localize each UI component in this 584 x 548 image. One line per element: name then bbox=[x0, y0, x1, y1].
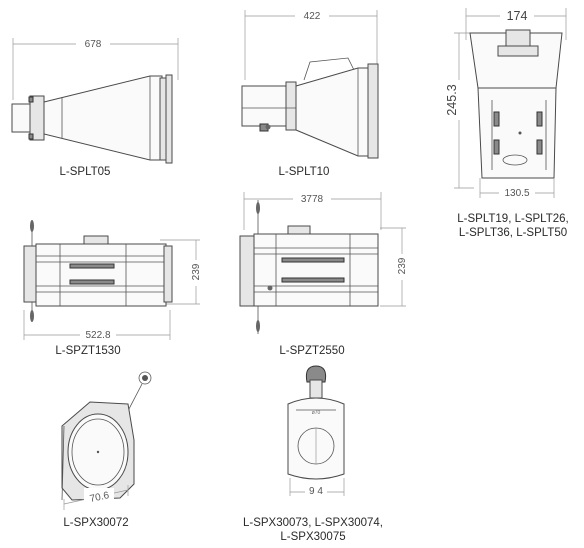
drawing-l-splt19: 174 245.3 130.5 bbox=[445, 6, 567, 199]
caption-l-spzt1530: L-SPZT1530 bbox=[55, 345, 120, 357]
caption-l-spx30072: L-SPX30072 bbox=[63, 517, 128, 529]
drawing-l-spx30073: ø70 9 4 bbox=[287, 365, 345, 497]
caption-l-spx30073-line1: L-SPX30073, L-SPX30074, bbox=[243, 517, 383, 529]
dim-width-l-spzt2550: 3778 bbox=[301, 194, 324, 205]
dim-height-l-spzt1530: 239 bbox=[191, 263, 202, 280]
drawing-l-splt10: 422 bbox=[241, 8, 379, 159]
drawing-l-spzt2550: 3778 239 bbox=[239, 191, 409, 334]
dim-base-l-splt19: 130.5 bbox=[504, 188, 529, 199]
dim-width-l-spx30072: 70.6 bbox=[89, 490, 111, 505]
drawing-l-spzt1530: 239 522.8 bbox=[23, 220, 203, 341]
caption-l-splt05: L-SPLT05 bbox=[60, 166, 111, 178]
dim-height-l-spzt2550: 239 bbox=[397, 257, 408, 274]
caption-l-splt10: L-SPLT10 bbox=[279, 166, 330, 178]
drawing-l-spx30072: 70.6 bbox=[61, 371, 152, 510]
caption-l-splt19-line2: L-SPLT36, L-SPLT50 bbox=[459, 227, 567, 239]
dim-width-l-splt05: 678 bbox=[85, 39, 102, 50]
dim-width-l-spx30073: 9 4 bbox=[309, 486, 323, 497]
drawing-l-splt05: 678 bbox=[11, 36, 179, 164]
caption-l-spzt2550: L-SPZT2550 bbox=[279, 345, 344, 357]
dim-width-l-splt19: 174 bbox=[507, 9, 528, 23]
caption-l-splt19-line1: L-SPLT19, L-SPLT26, bbox=[457, 213, 568, 225]
dim-height-l-splt19: 245.3 bbox=[445, 84, 459, 115]
dim-width-l-splt10: 422 bbox=[304, 11, 321, 22]
dim-width-l-spzt1530: 522.8 bbox=[85, 330, 110, 341]
dim-inner-l-spx30073: ø70 bbox=[312, 410, 321, 416]
caption-l-spx30073-line2: L-SPX30075 bbox=[280, 531, 345, 543]
